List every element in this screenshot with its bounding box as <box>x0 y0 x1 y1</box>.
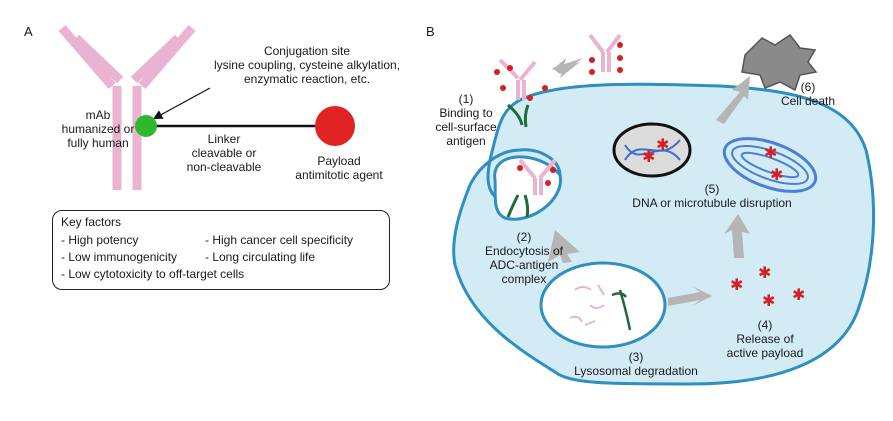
key-factor-item: - Low cytotoxicity to off-target cells <box>61 267 245 281</box>
panel-b-label: B <box>426 24 435 39</box>
panel-a-label: A <box>24 24 33 39</box>
conjugation-label: Conjugation site lysine coupling, cystei… <box>213 44 401 86</box>
payload-circle <box>315 106 355 146</box>
degraded-fragments <box>569 284 632 331</box>
step-3-label: (3) Lysosomal degradation <box>574 350 698 378</box>
conjugation-site-dot <box>135 115 157 137</box>
payload-dots <box>494 42 623 186</box>
linker-label: Linker cleavable or non-cleavable <box>186 132 262 174</box>
step-1-label: (1) Binding to cell-surface antigen <box>435 92 497 148</box>
key-factor-item: - High cancer cell specificity <box>205 233 354 247</box>
released-payload-stars: ✱✱✱ ✱✱✱ ✱✱ <box>642 135 805 310</box>
conjugation-arrow <box>152 87 211 120</box>
step-4-label: (4) Release of active payload <box>726 318 804 360</box>
microtubule-spindle <box>722 137 818 193</box>
svg-text:✱: ✱ <box>792 285 805 304</box>
key-factor-item: - High potency <box>61 233 139 247</box>
antigen-receptors <box>506 103 530 218</box>
payload-label: Payload antimitotic agent <box>295 154 383 182</box>
svg-text:✱: ✱ <box>770 165 783 184</box>
mab-label: mAb humanized or fully human <box>61 108 135 150</box>
antibody-large <box>58 25 196 190</box>
step-2-label: (2) Endocytosis of ADC-antigen complex <box>484 230 564 286</box>
key-factor-item: - Low immunogenicity <box>61 250 178 264</box>
dead-cell-icon <box>741 33 818 92</box>
svg-text:✱: ✱ <box>762 291 775 310</box>
svg-text:✱: ✱ <box>642 147 655 166</box>
key-factor-item: - Long circulating life <box>205 250 316 264</box>
adc-free <box>588 33 622 72</box>
key-factors-box: Key factors - High potency - Low immunog… <box>52 210 390 290</box>
svg-text:✱: ✱ <box>758 263 771 282</box>
step-5-label: (5) DNA or microtubule disruption <box>632 182 792 210</box>
dna-helix <box>624 139 681 161</box>
svg-text:✱: ✱ <box>764 143 777 162</box>
process-arrows <box>548 58 750 306</box>
adc-internalized <box>518 158 557 195</box>
key-factors-title: Key factors <box>61 215 122 229</box>
step-6-label: (6) Cell death <box>780 80 836 108</box>
svg-text:✱: ✱ <box>730 275 743 294</box>
dna-helix-strand <box>624 144 681 161</box>
svg-text:✱: ✱ <box>656 135 669 154</box>
